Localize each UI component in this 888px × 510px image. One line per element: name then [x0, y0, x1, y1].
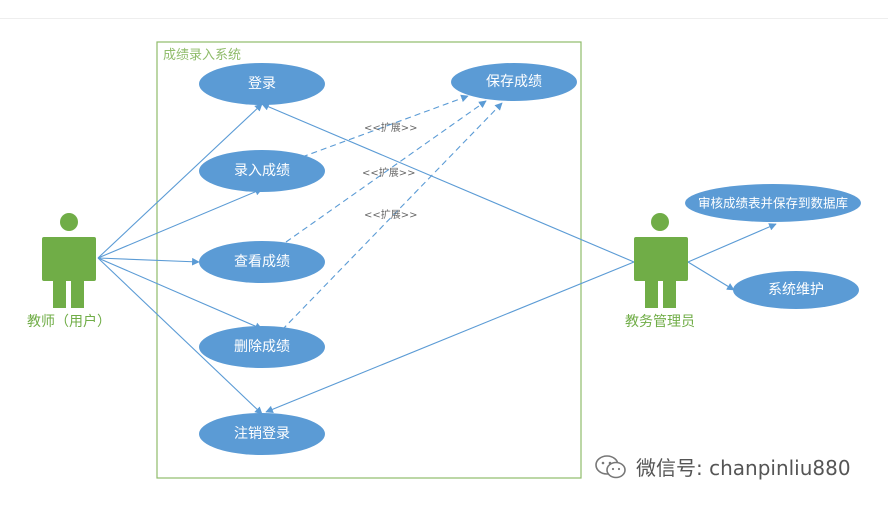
use-case-enter-scores[interactable] [199, 150, 325, 192]
label-view-scores: 查看成绩 [234, 254, 290, 270]
assoc-admin-logout [265, 261, 635, 413]
stereotype-extend-3: <<扩展>> [364, 208, 418, 221]
assoc-admin-maintain [687, 261, 735, 291]
teacher-associations [97, 103, 263, 415]
system-boundary-title: 成绩录入系统 [163, 48, 241, 63]
watermark: 微信号: chanpinliu880 [594, 452, 851, 481]
use-case-logout[interactable] [199, 413, 325, 455]
use-case-system-maintenance[interactable] [733, 271, 859, 309]
assoc-teacher-logout [97, 257, 263, 415]
extend-delete-save [281, 102, 503, 331]
label-logout: 注销登录 [234, 426, 290, 442]
assoc-teacher-enter [97, 188, 263, 259]
use-case-delete-scores[interactable] [199, 326, 325, 368]
label-delete-scores: 删除成绩 [234, 339, 290, 355]
teacher-actor-label: 教师（用户） [27, 313, 111, 330]
use-case-view-scores[interactable] [199, 241, 325, 283]
assoc-teacher-view [97, 257, 200, 266]
top-divider [0, 18, 888, 19]
label-review-save-db: 审核成绩表并保存到数据库 [698, 196, 848, 211]
use-case-labels: 登录 保存成绩 录入成绩 查看成绩 删除成绩 注销登录 审核成绩表并保存到数据库… [234, 74, 848, 442]
stereotype-extend-1: <<扩展>> [364, 121, 418, 134]
assoc-teacher-login [97, 103, 263, 259]
admin-actor-icon [634, 213, 688, 308]
label-save-scores: 保存成绩 [486, 74, 542, 90]
stereotype-extend-2: <<扩展>> [362, 166, 416, 179]
admin-associations [261, 103, 777, 413]
extend-view-save [285, 100, 487, 243]
assoc-teacher-delete [97, 257, 263, 330]
watermark-text: 微信号: chanpinliu880 [636, 456, 851, 480]
label-login: 登录 [248, 76, 276, 92]
label-enter-scores: 录入成绩 [234, 163, 290, 179]
label-system-maintenance: 系统维护 [768, 282, 824, 298]
teacher-actor-icon [42, 213, 96, 308]
use-case-review-save-db[interactable] [685, 184, 861, 222]
use-case-save-scores[interactable] [451, 63, 577, 101]
assoc-admin-login [261, 103, 635, 263]
use-case-login[interactable] [199, 63, 325, 105]
extend-relations [281, 94, 503, 331]
admin-actor-label: 教务管理员 [625, 314, 695, 330]
use-case-ellipses [199, 63, 861, 455]
assoc-admin-review [687, 223, 777, 263]
stereotype-labels: <<扩展>> <<扩展>> <<扩展>> [362, 121, 418, 221]
wechat-icon [595, 454, 626, 478]
